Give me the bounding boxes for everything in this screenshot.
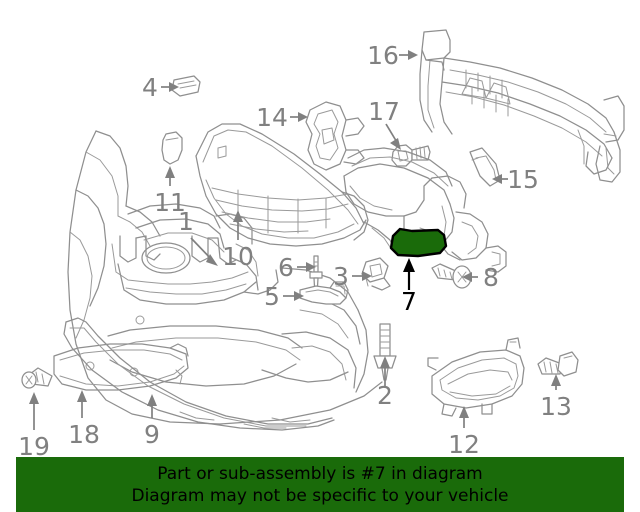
callout-label-11: 11	[154, 188, 186, 217]
callout-label-8: 8	[483, 263, 499, 292]
part-12-fog-lamp-bezel	[427, 337, 525, 417]
callout-label-19: 19	[18, 432, 50, 456]
callout-leader-lines	[29, 50, 561, 430]
callout-label-18: 18	[68, 420, 100, 449]
part-9-lower-molding	[63, 317, 335, 431]
part-14-side-bracket	[305, 101, 365, 171]
part-7-highlighted-bracket	[389, 227, 448, 258]
part-5-retainer	[299, 281, 349, 305]
notice-line-secondary: Diagram may not be specific to your vehi…	[131, 485, 509, 506]
callout-label-6: 6	[278, 253, 294, 282]
part-15-stay-bracket	[469, 147, 501, 187]
part-bumper-cover	[67, 130, 383, 425]
part-notice-banner: Part or sub-assembly is #7 in diagram Di…	[16, 457, 624, 512]
callout-label-4: 4	[142, 73, 158, 102]
part-10-lower-grille	[195, 123, 369, 247]
part-17-bolt	[391, 144, 431, 167]
notice-line-primary: Part or sub-assembly is #7 in diagram	[157, 463, 483, 484]
callout-label-13: 13	[540, 392, 572, 421]
callout-label-15: 15	[507, 165, 539, 194]
parts-diagram-canvas: 1 2 3 4 5 6 7 8 9 10 11 12 13 14 15 16 1…	[18, 29, 625, 456]
callout-label-2: 2	[377, 381, 393, 410]
parts-diagram-illustration: 1 2 3 4 5 6 7 8 9 10 11 12 13 14 15 16 1…	[18, 29, 625, 456]
callout-label-9: 9	[144, 420, 160, 449]
part-18-license-plate-bracket	[53, 343, 189, 391]
callout-label-12: 12	[448, 430, 480, 456]
part-16-impact-bar	[419, 29, 625, 183]
part-11-cap-plug	[161, 131, 183, 165]
callout-label-5: 5	[264, 282, 280, 311]
part-19-screw	[21, 367, 53, 389]
callout-label-7: 7	[401, 287, 417, 316]
callout-label-1: 1	[178, 207, 194, 236]
callout-numbers: 1 2 3 4 5 6 7 8 9 10 11 12 13 14 15 16 1…	[18, 41, 572, 456]
callout-label-10: 10	[222, 242, 254, 271]
callout-label-14: 14	[256, 103, 288, 132]
part-13-screw	[537, 351, 579, 377]
callout-label-17: 17	[368, 97, 400, 126]
callout-label-3: 3	[333, 262, 349, 291]
callout-label-16: 16	[367, 41, 399, 70]
